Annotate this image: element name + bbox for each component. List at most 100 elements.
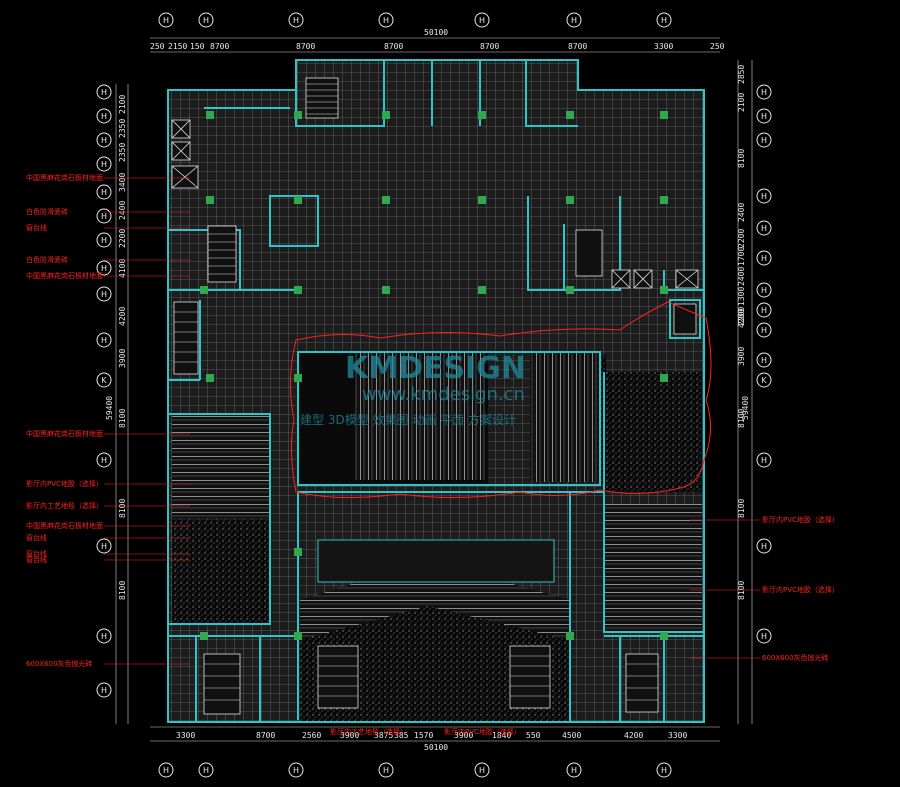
annotation-left-0: 中国黑麻花岗石板材地面 bbox=[26, 173, 103, 182]
grid-bubble-top-1: H bbox=[198, 12, 214, 28]
annotation-right-0: 影厅内PVC地胶（选择） bbox=[762, 515, 839, 524]
svg-text:H: H bbox=[761, 88, 767, 97]
watermark-tagline: 建型 3D模型 效果图 动画 平面 方案设计 bbox=[300, 412, 516, 427]
annotation-left-1: 白色防滑瓷砖 bbox=[26, 207, 68, 216]
svg-text:H: H bbox=[101, 336, 107, 345]
bottom-total-dimension: 50100 bbox=[424, 743, 448, 752]
svg-text:H: H bbox=[761, 456, 767, 465]
grid-bubble-top-3: H bbox=[378, 12, 394, 28]
annotation-right-2: 600X600灰色抛光砖 bbox=[762, 653, 829, 662]
south-auditorium-floor bbox=[300, 606, 570, 722]
dimension-column-right: 2850210081002400220017002400130022004200… bbox=[737, 65, 746, 600]
grid-bubble-right-6: H bbox=[756, 282, 772, 298]
grid-bubble-left-11: H bbox=[96, 452, 112, 468]
walls bbox=[167, 59, 705, 723]
grid-bubble-right-8: H bbox=[756, 322, 772, 338]
dimension-right-6: 2400 bbox=[737, 267, 746, 286]
svg-text:H: H bbox=[203, 766, 209, 775]
svg-text:H: H bbox=[761, 326, 767, 335]
svg-text:H: H bbox=[101, 456, 107, 465]
dimension-bottom-4: 3875 bbox=[374, 731, 393, 740]
dimension-top-4: 8700 bbox=[296, 42, 315, 51]
svg-text:H: H bbox=[479, 766, 485, 775]
grid-bubble-left-14: H bbox=[96, 682, 112, 698]
dimension-bottom-1: 8700 bbox=[256, 731, 275, 740]
dimension-bottom-7: 3900 bbox=[454, 731, 473, 740]
dimension-right-0: 2850 bbox=[737, 65, 746, 84]
grid-bubble-right-10: K bbox=[756, 372, 772, 388]
svg-text:H: H bbox=[293, 766, 299, 775]
material-annotations: 中国黑麻花岗石板材地面白色防滑瓷砖窗台线白色防滑瓷砖中国黑麻花岗石板材地面中国黑… bbox=[26, 173, 839, 736]
dimension-bottom-5: 385 bbox=[394, 731, 409, 740]
annotation-left-10: 窗台线 bbox=[26, 549, 47, 558]
grid-bubble-left-8: H bbox=[96, 286, 112, 302]
grid-bubble-left-4: H bbox=[96, 184, 112, 200]
grid-bubble-left-3: H bbox=[96, 156, 112, 172]
grid-bubble-right-13: H bbox=[756, 628, 772, 644]
dimension-left-6: 4100 bbox=[118, 259, 127, 278]
svg-text:H: H bbox=[571, 766, 577, 775]
stairs-and-lifts bbox=[171, 77, 699, 715]
grid-bubble-right-7: H bbox=[756, 302, 772, 318]
cinema-hall-right-granite bbox=[604, 372, 702, 492]
grid-bubble-right-0: H bbox=[756, 84, 772, 100]
svg-text:H: H bbox=[203, 16, 209, 25]
dimension-bottom-10: 4500 bbox=[562, 731, 581, 740]
floor-tile-north bbox=[296, 60, 578, 100]
svg-text:H: H bbox=[101, 236, 107, 245]
watermark-url: www.kmdesign.cn bbox=[362, 384, 525, 405]
svg-text:H: H bbox=[761, 224, 767, 233]
svg-text:H: H bbox=[761, 112, 767, 121]
grid-bubble-left-1: H bbox=[96, 108, 112, 124]
dimension-right-9: 4200 bbox=[737, 309, 746, 328]
cinema-hall-left-granite bbox=[172, 520, 270, 624]
grid-bubble-left-0: H bbox=[96, 84, 112, 100]
grid-bubble-bottom-5: H bbox=[566, 762, 582, 778]
grid-bubble-left-7: H bbox=[96, 260, 112, 276]
svg-text:H: H bbox=[761, 286, 767, 295]
dimension-right-1: 2100 bbox=[737, 93, 746, 112]
svg-text:H: H bbox=[101, 136, 107, 145]
dimension-right-11: 8100 bbox=[737, 409, 746, 428]
dimension-left-3: 3400 bbox=[118, 173, 127, 192]
left-total-dimension: 59400 bbox=[105, 396, 114, 420]
svg-text:H: H bbox=[101, 264, 107, 273]
grid-bubble-left-10: K bbox=[96, 372, 112, 388]
svg-text:H: H bbox=[383, 766, 389, 775]
grid-bubble-right-5: H bbox=[756, 250, 772, 266]
dimension-bottom-0: 3300 bbox=[176, 731, 195, 740]
annotation-left-12: 600X600灰色抛光砖 bbox=[26, 659, 93, 668]
dimension-top-7: 8700 bbox=[568, 42, 587, 51]
dimension-left-4: 2400 bbox=[118, 201, 127, 220]
annotation-left-7: 影厅内工艺地毯（选择） bbox=[26, 501, 103, 510]
dimension-top-0: 250 bbox=[150, 42, 165, 51]
right-total-dimension: 59400 bbox=[741, 396, 750, 420]
svg-text:H: H bbox=[101, 542, 107, 551]
grid-bubble-right-9: H bbox=[756, 352, 772, 368]
dimension-right-2: 8100 bbox=[737, 149, 746, 168]
grid-bubble-left-12: H bbox=[96, 538, 112, 554]
svg-text:K: K bbox=[101, 376, 107, 385]
annotation-left-8: 中国黑麻花岗石板材地面 bbox=[26, 521, 103, 530]
cinema-hall-right-carpet bbox=[604, 504, 702, 632]
grid-bubble-right-11: H bbox=[756, 452, 772, 468]
central-hall-right-seats bbox=[530, 352, 600, 482]
grid-bubble-bottom-2: H bbox=[288, 762, 304, 778]
grid-bubble-right-2: H bbox=[756, 132, 772, 148]
dimension-bottom-8: 1840 bbox=[492, 731, 511, 740]
annotation-right-1: 影厅内PVC地胶（选择） bbox=[762, 585, 839, 594]
svg-text:H: H bbox=[761, 136, 767, 145]
grid-bubble-bottom-6: H bbox=[656, 762, 672, 778]
annotation-left-11: 窗台线 bbox=[26, 555, 47, 564]
dimension-left-9: 8100 bbox=[118, 409, 127, 428]
svg-text:H: H bbox=[661, 16, 667, 25]
svg-text:H: H bbox=[479, 16, 485, 25]
dimension-top-3: 8700 bbox=[210, 42, 229, 51]
svg-text:H: H bbox=[101, 686, 107, 695]
dimension-left-1: 2350 bbox=[118, 119, 127, 138]
grid-bubble-left-6: H bbox=[96, 232, 112, 248]
dimension-right-7: 1300 bbox=[737, 287, 746, 306]
